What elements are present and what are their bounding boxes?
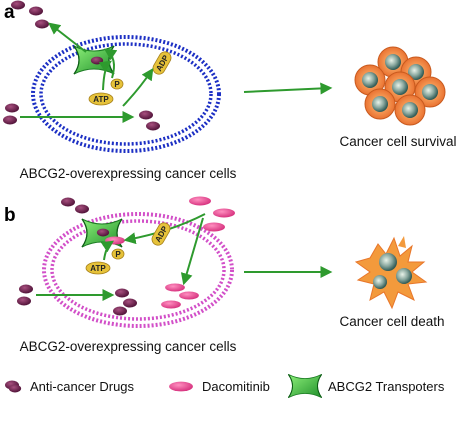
drug-icon: [96, 228, 110, 237]
atp-hydrolysis-arrow-a: [98, 60, 112, 91]
cell-membrane-outer-b: [42, 212, 234, 328]
dacomitinib-icon: [179, 291, 199, 300]
dying-cancer-cell-icon: [354, 236, 428, 310]
atp-badge-a: ATP: [88, 92, 114, 106]
energy-arrow-a: [122, 68, 154, 107]
dacomitinib-icon: [203, 222, 225, 232]
atp-badge-b: ATP: [85, 261, 111, 275]
drug-icon: [90, 56, 104, 65]
legend-transporters-label: ABCG2 Transpoters: [328, 379, 445, 394]
efflux-arrow-a: [48, 22, 87, 53]
adp-badge-a: ADP: [152, 51, 172, 75]
abcg2-transporter-icon: [287, 373, 323, 399]
dacomitinib-icon: [213, 208, 235, 218]
drug-icon: [75, 204, 89, 214]
dacomitinib-icon: [165, 283, 185, 292]
legend: Anti-cancer Drugs Dacomitinib ABCG2 Tran…: [5, 373, 445, 399]
panel-a: a ATP P ADP: [3, 0, 457, 181]
svg-text:ATP: ATP: [93, 95, 109, 104]
legend-drugs-label: Anti-cancer Drugs: [30, 379, 135, 394]
drug-icon: [19, 284, 33, 294]
drug-icon: [123, 298, 137, 308]
cell-membrane-outer-a: [31, 35, 221, 153]
outcome-caption-b: Cancer cell death: [339, 314, 444, 329]
panel-letter-a: a: [4, 2, 15, 23]
drug-icon: [5, 103, 19, 113]
drug-icon: [113, 306, 127, 316]
drug-icon: [3, 115, 17, 125]
dacomitinib-icon: [189, 196, 211, 206]
panel-letter-b: b: [4, 205, 16, 226]
cell-membrane-inner-b: [50, 219, 226, 321]
outcome-caption-a: Cancer cell survival: [339, 134, 456, 149]
cell-caption-a: ABCG2-overexpressing cancer cells: [20, 166, 237, 181]
drug-icon: [139, 110, 153, 120]
cell-caption-b: ABCG2-overexpressing cancer cells: [20, 339, 237, 354]
cancer-cell-cluster-icon: [354, 46, 446, 126]
drug-icon: [29, 6, 43, 16]
svg-text:ATP: ATP: [90, 264, 106, 273]
outcome-arrow-a: [243, 82, 333, 95]
drug-icon: [61, 197, 75, 207]
drug-icon: [11, 0, 25, 10]
legend-dacomitinib-label: Dacomitinib: [202, 379, 270, 394]
p-badge-b: P: [111, 248, 125, 260]
dacomitinib-influx-arrow: [180, 217, 204, 286]
p-badge-a: P: [110, 78, 124, 90]
drug-icon: [35, 19, 49, 29]
panel-b: b ATP P ADP: [4, 196, 445, 354]
cell-membrane-inner-a: [39, 42, 213, 146]
dacomitinib-pill-icon: [169, 381, 193, 392]
drug-pill-icon: [8, 384, 22, 393]
drug-icon: [17, 296, 31, 306]
atp-hydrolysis-arrow-b: [100, 240, 114, 261]
drug-icon: [146, 121, 160, 131]
dacomitinib-icon: [105, 236, 125, 245]
svg-text:P: P: [115, 250, 121, 259]
drug-icon: [115, 288, 129, 298]
dacomitinib-icon: [161, 300, 181, 309]
svg-text:P: P: [114, 80, 120, 89]
energy-arrow-a2: [104, 48, 118, 79]
